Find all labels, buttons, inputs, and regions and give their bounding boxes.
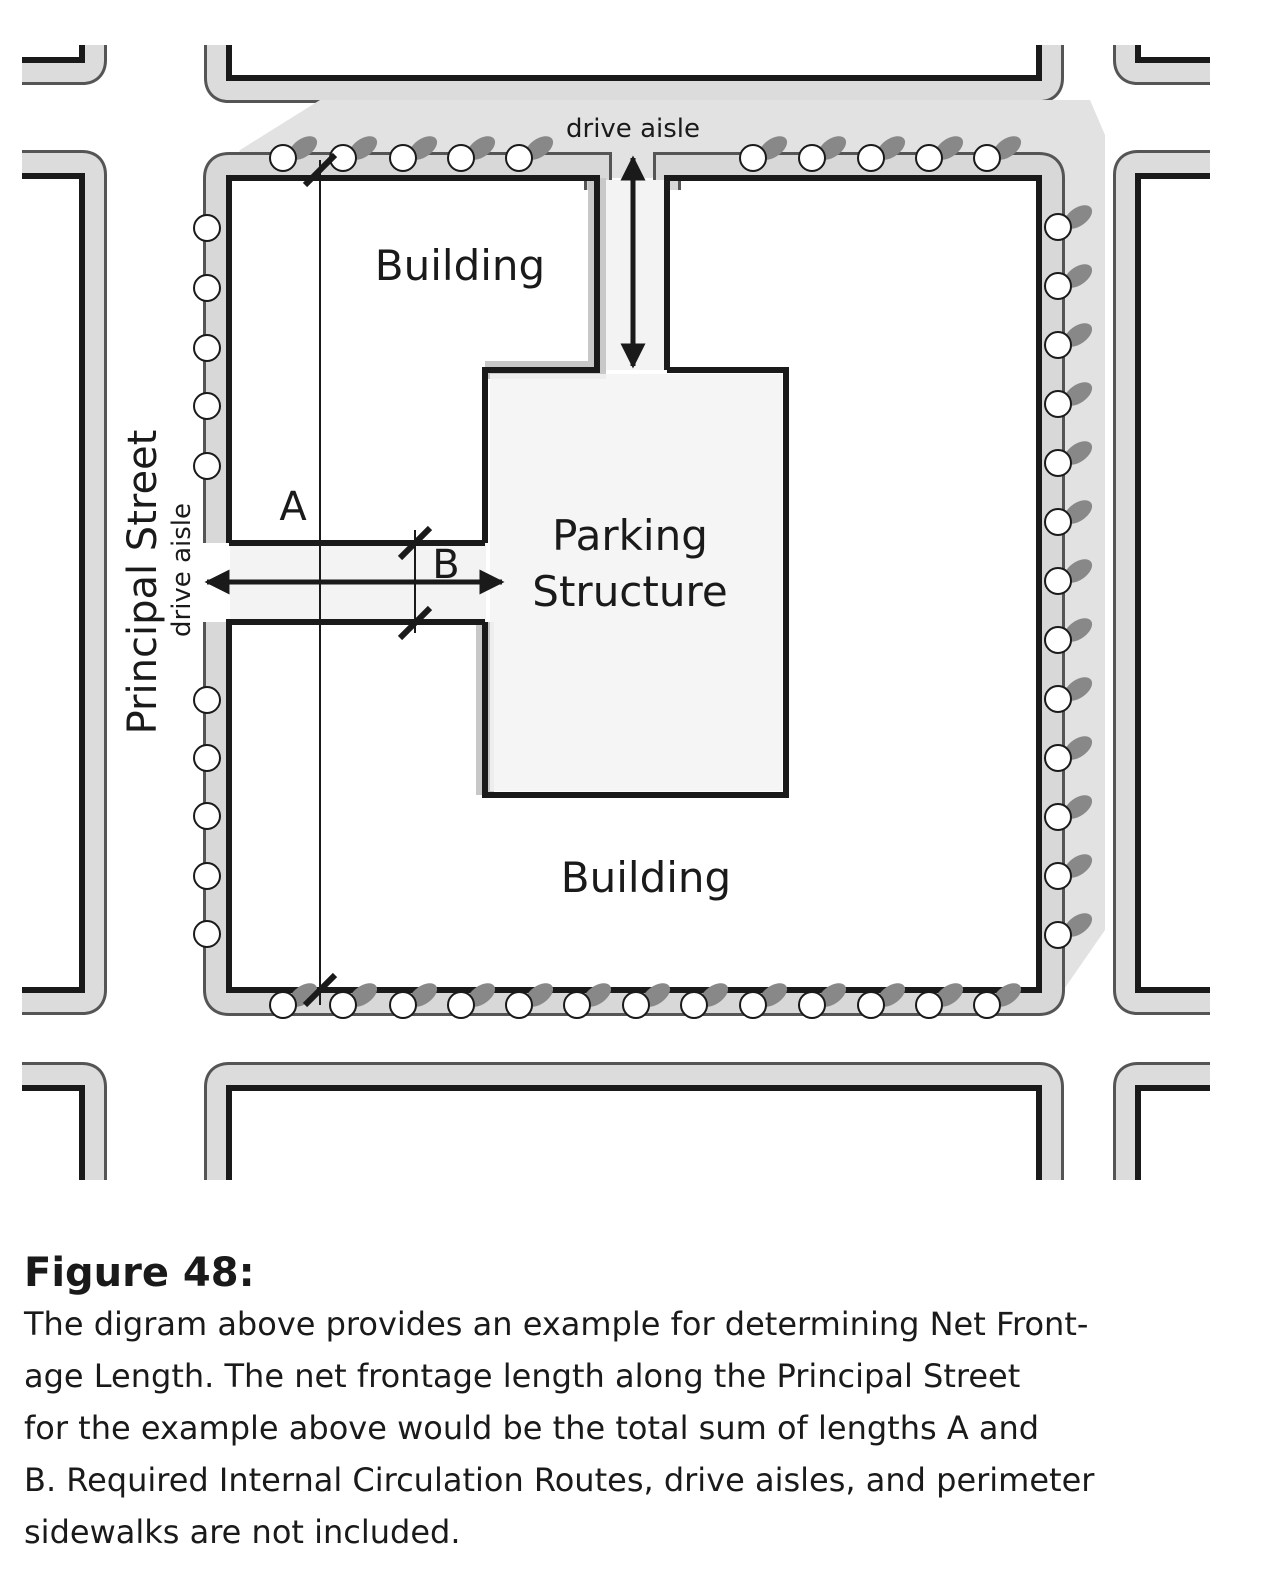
drive-aisle-left-label: drive aisle [167, 503, 197, 637]
street-tree [193, 744, 221, 772]
street-tree [973, 144, 1001, 172]
street-tree [505, 144, 533, 172]
street-tree [447, 991, 475, 1019]
street-tree [193, 274, 221, 302]
street-tree [389, 144, 417, 172]
drive-aisle-top-surface [604, 180, 668, 370]
street-tree [1044, 449, 1072, 477]
street-tree [1044, 685, 1072, 713]
street-tree [680, 991, 708, 1019]
street-trees [193, 136, 1093, 1019]
building-outlines [226, 175, 1042, 993]
drive-aisle-top-label: drive aisle [566, 114, 700, 144]
street-tree [269, 991, 297, 1019]
street-tree [193, 214, 221, 242]
street-tree [915, 991, 943, 1019]
parking-structure-label-line1: Parking [552, 511, 708, 560]
street-tree [1044, 508, 1072, 536]
street-tree [1044, 390, 1072, 418]
street-tree [739, 144, 767, 172]
principal-street-label: Principal Street [120, 430, 166, 735]
street-tree [1044, 921, 1072, 949]
figure-description: The digram above provides an example for… [24, 1305, 1095, 1551]
street-tree [193, 334, 221, 362]
street-tree [329, 991, 357, 1019]
parking-structure-label-line2: Structure [532, 567, 727, 616]
street-tree [798, 144, 826, 172]
street-tree [193, 802, 221, 830]
street-tree [447, 144, 475, 172]
street-tree [1044, 803, 1072, 831]
street-tree [798, 991, 826, 1019]
street-tree [915, 144, 943, 172]
street-tree [193, 686, 221, 714]
street-tree [389, 991, 417, 1019]
street-tree [193, 392, 221, 420]
length-a-label: A [279, 484, 307, 530]
street-tree [1044, 626, 1072, 654]
street-tree [1044, 567, 1072, 595]
street-tree [857, 144, 885, 172]
street-tree [622, 991, 650, 1019]
figure-caption: Figure 48: The digram above provides an … [24, 1248, 1244, 1558]
figure-title: Figure 48: [24, 1250, 255, 1296]
street-tree [505, 991, 533, 1019]
surrounding-blocks [22, 45, 1210, 1180]
street-tree [193, 920, 221, 948]
street-tree [193, 452, 221, 480]
main-block-sidewalk [203, 152, 1065, 1016]
street-tree [193, 862, 221, 890]
length-b-label: B [432, 542, 459, 588]
building-bottom-label: Building [561, 853, 731, 902]
street-tree [1044, 862, 1072, 890]
street-tree [1044, 331, 1072, 359]
street-tree [563, 991, 591, 1019]
street-tree [973, 991, 1001, 1019]
street-tree [1044, 744, 1072, 772]
building-top-label: Building [375, 241, 545, 290]
site-plan-diagram: drive aisle Building Building Parking St… [22, 45, 1210, 1180]
street-tree [739, 991, 767, 1019]
street-tree [1044, 272, 1072, 300]
street-tree [269, 144, 297, 172]
street-tree [857, 991, 885, 1019]
street-tree [1044, 213, 1072, 241]
